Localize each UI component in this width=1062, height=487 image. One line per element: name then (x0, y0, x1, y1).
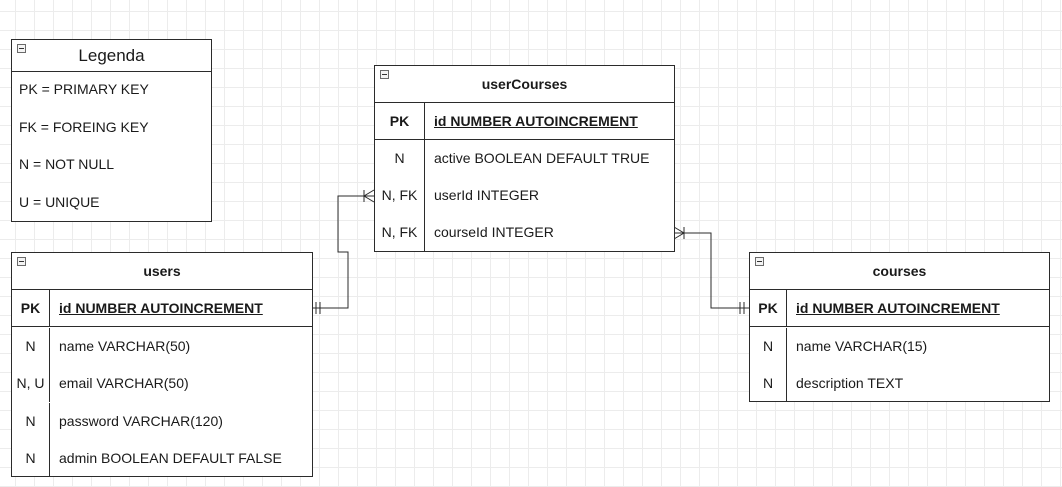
field-cell: email VARCHAR(50) (59, 375, 189, 391)
table-row[interactable]: N, U email VARCHAR(50) (12, 365, 312, 402)
legend-title: Legenda (78, 46, 145, 65)
legend-item-u: U = UNIQUE (19, 194, 100, 210)
table-row[interactable]: N, FK userId INTEGER (375, 177, 674, 214)
field-cell: id NUMBER AUTOINCREMENT (434, 113, 638, 129)
edge-courses-usercourses (674, 232, 750, 309)
key-cell: N (750, 328, 787, 365)
key-cell: PK (750, 290, 787, 326)
key-cell: N (12, 403, 50, 440)
table-header: users (12, 253, 312, 290)
table-row[interactable]: N admin BOOLEAN DEFAULT FALSE (12, 440, 312, 477)
table-row[interactable]: N, FK courseId INTEGER (375, 214, 674, 251)
collapse-icon[interactable] (17, 257, 26, 266)
key-cell: N (12, 440, 50, 477)
table-row[interactable]: N password VARCHAR(120) (12, 403, 312, 440)
field-cell: active BOOLEAN DEFAULT TRUE (434, 150, 650, 166)
field-cell: password VARCHAR(120) (59, 413, 223, 429)
table-row[interactable]: N name VARCHAR(50) (12, 328, 312, 365)
legend-item-fk: FK = FOREING KEY (19, 119, 149, 135)
table-row-pk[interactable]: PK id NUMBER AUTOINCREMENT (750, 290, 1049, 327)
legend-item-n: N = NOT NULL (19, 156, 115, 172)
table-row-pk[interactable]: PK id NUMBER AUTOINCREMENT (12, 290, 312, 327)
field-cell: description TEXT (796, 375, 904, 391)
key-cell: N, U (12, 365, 50, 402)
table-title: userCourses (481, 76, 568, 92)
table-usercourses[interactable]: userCourses PK id NUMBER AUTOINCREMENT N… (374, 65, 675, 252)
edge-users-usercourses (313, 195, 374, 309)
field-cell: name VARCHAR(15) (796, 338, 928, 354)
collapse-icon[interactable] (17, 44, 26, 53)
key-cell: N, FK (375, 214, 425, 251)
table-courses[interactable]: courses PK id NUMBER AUTOINCREMENT N nam… (749, 252, 1050, 402)
field-cell: courseId INTEGER (434, 224, 554, 240)
legend-header: Legenda (12, 40, 211, 72)
legend-item-pk: PK = PRIMARY KEY (19, 81, 149, 97)
table-row-pk[interactable]: PK id NUMBER AUTOINCREMENT (375, 103, 674, 140)
field-cell: id NUMBER AUTOINCREMENT (59, 300, 263, 316)
field-cell: userId INTEGER (434, 187, 540, 203)
table-row[interactable]: N active BOOLEAN DEFAULT TRUE (375, 140, 674, 177)
table-title: users (143, 263, 181, 279)
key-cell: N (750, 365, 787, 402)
collapse-icon[interactable] (380, 70, 389, 79)
field-cell: name VARCHAR(50) (59, 338, 191, 354)
table-users[interactable]: users PK id NUMBER AUTOINCREMENT N name … (11, 252, 313, 477)
legend-box[interactable]: Legenda PK = PRIMARY KEY FK = FOREING KE… (11, 39, 212, 222)
collapse-icon[interactable] (755, 257, 764, 266)
table-row[interactable]: N name VARCHAR(15) (750, 328, 1049, 365)
key-cell: N, FK (375, 177, 425, 214)
table-title: courses (872, 263, 927, 279)
table-header: courses (750, 253, 1049, 290)
key-cell: PK (375, 103, 425, 139)
table-header: userCourses (375, 66, 674, 103)
field-cell: id NUMBER AUTOINCREMENT (796, 300, 1000, 316)
key-cell: N (375, 140, 425, 177)
table-row[interactable]: N description TEXT (750, 365, 1049, 402)
key-cell: N (12, 328, 50, 365)
field-cell: admin BOOLEAN DEFAULT FALSE (59, 450, 282, 466)
key-cell: PK (12, 290, 50, 326)
